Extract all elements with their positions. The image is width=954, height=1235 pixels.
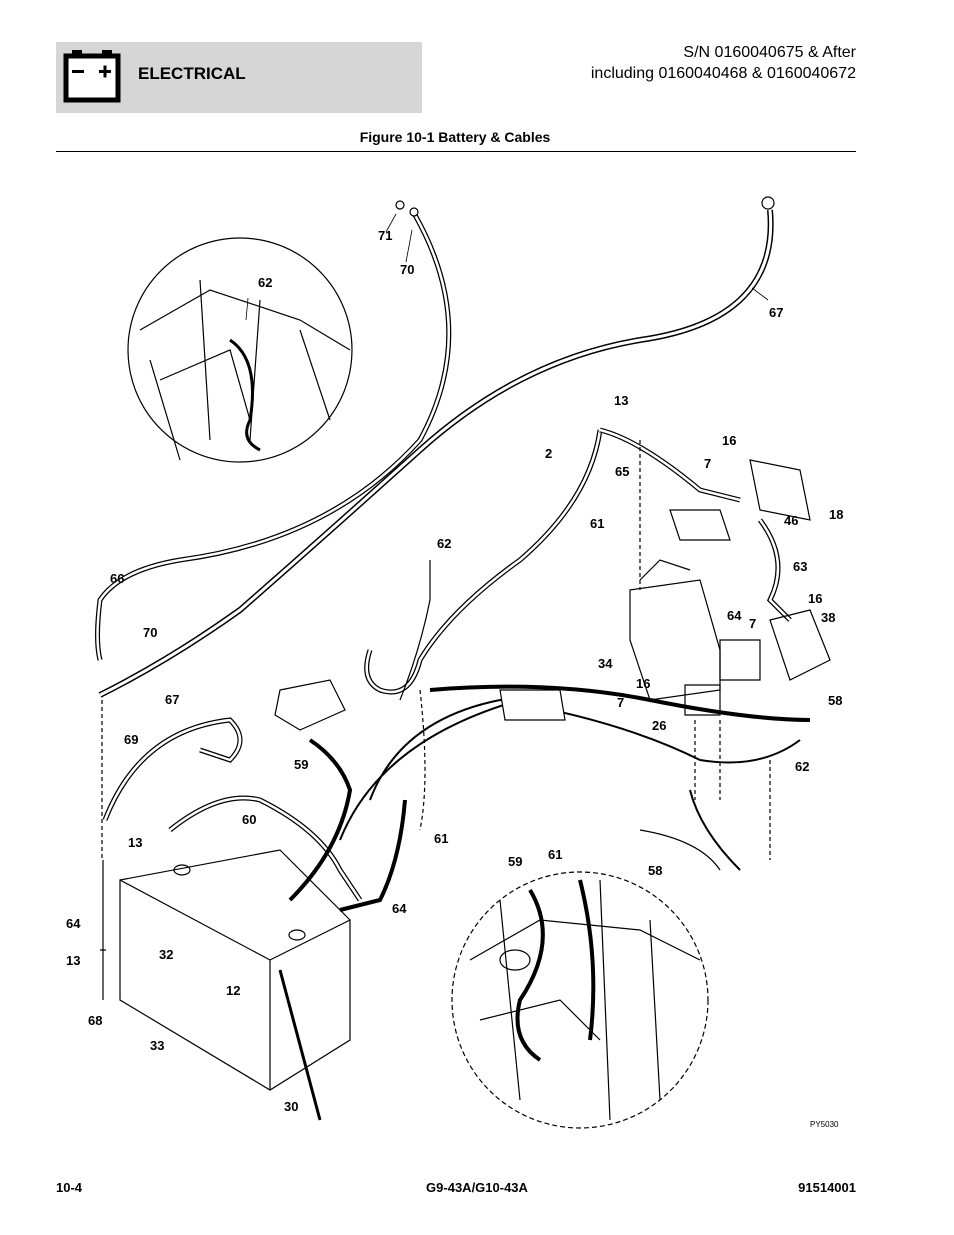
callout-7b: 7: [749, 616, 756, 631]
callout-61: 61: [590, 516, 604, 531]
callout-71: 71: [378, 228, 392, 243]
drawing-code: PY5030: [810, 1120, 839, 1129]
callout-62b: 62: [437, 536, 451, 551]
battery-icon: [58, 46, 122, 106]
callout-38: 38: [821, 610, 835, 625]
serial-line-2: including 0160040468 & 0160040672: [590, 65, 856, 82]
footer-model: G9-43A/G10-43A: [426, 1180, 528, 1195]
callout-59b: 59: [508, 854, 522, 869]
callout-33: 33: [150, 1038, 164, 1053]
callout-34: 34: [598, 656, 613, 671]
callout-62c: 62: [795, 759, 809, 774]
callout-60: 60: [242, 812, 256, 827]
callout-67: 67: [769, 305, 783, 320]
callout-66: 66: [110, 571, 124, 586]
footer-page: 10-4: [56, 1180, 83, 1195]
figure-title: Figure 10-1 Battery & Cables: [359, 129, 551, 145]
callout-12: 12: [226, 983, 240, 998]
callout-leaders: [245, 213, 769, 321]
callout-13b: 13: [128, 835, 142, 850]
section-title: ELECTRICAL: [138, 64, 246, 83]
callout-64c: 64: [66, 916, 81, 931]
callout-16b: 16: [808, 591, 822, 606]
callout-65: 65: [615, 464, 629, 479]
callout-26: 26: [652, 718, 666, 733]
callout-7c: 7: [617, 695, 624, 710]
footer-part-number: 91514001: [798, 1180, 856, 1195]
serial-info: S/N 0160040675 & After including 0160040…: [591, 42, 856, 84]
callout-69: 69: [124, 732, 138, 747]
callout-13: 13: [614, 393, 628, 408]
callout-68: 68: [88, 1013, 102, 1028]
callout-64: 64: [727, 608, 742, 623]
callout-46: 46: [784, 513, 798, 528]
callout-30: 30: [284, 1099, 298, 1114]
callout-63: 63: [793, 559, 807, 574]
callout-16: 16: [722, 433, 736, 448]
callout-58b: 58: [648, 863, 662, 878]
callout-70: 70: [400, 262, 414, 277]
callout-67b: 67: [165, 692, 179, 707]
callout-16c: 16: [636, 676, 650, 691]
header-rule: [56, 151, 856, 152]
callout-2: 2: [545, 446, 552, 461]
callout-58: 58: [828, 693, 842, 708]
callout-32: 32: [159, 947, 173, 962]
callout-59: 59: [294, 757, 308, 772]
callout-70b: 70: [143, 625, 157, 640]
callout-18: 18: [829, 507, 843, 522]
serial-line-1: S/N 0160040675 & After: [683, 44, 856, 61]
callout-62: 62: [258, 275, 272, 290]
exploded-diagram: 71 70 62 67 13 2 65 16 7 18 46 61 63 62 …: [66, 196, 843, 1129]
callout-labels: 71 70 62 67 13 2 65 16 7 18 46 61 63 62 …: [66, 228, 843, 1129]
callout-61c: 61: [548, 847, 562, 862]
callout-61b: 61: [434, 831, 448, 846]
callout-13c: 13: [66, 953, 80, 968]
diagram-linework: [95, 196, 831, 1129]
callout-7: 7: [704, 456, 711, 471]
callout-64b: 64: [392, 901, 407, 916]
